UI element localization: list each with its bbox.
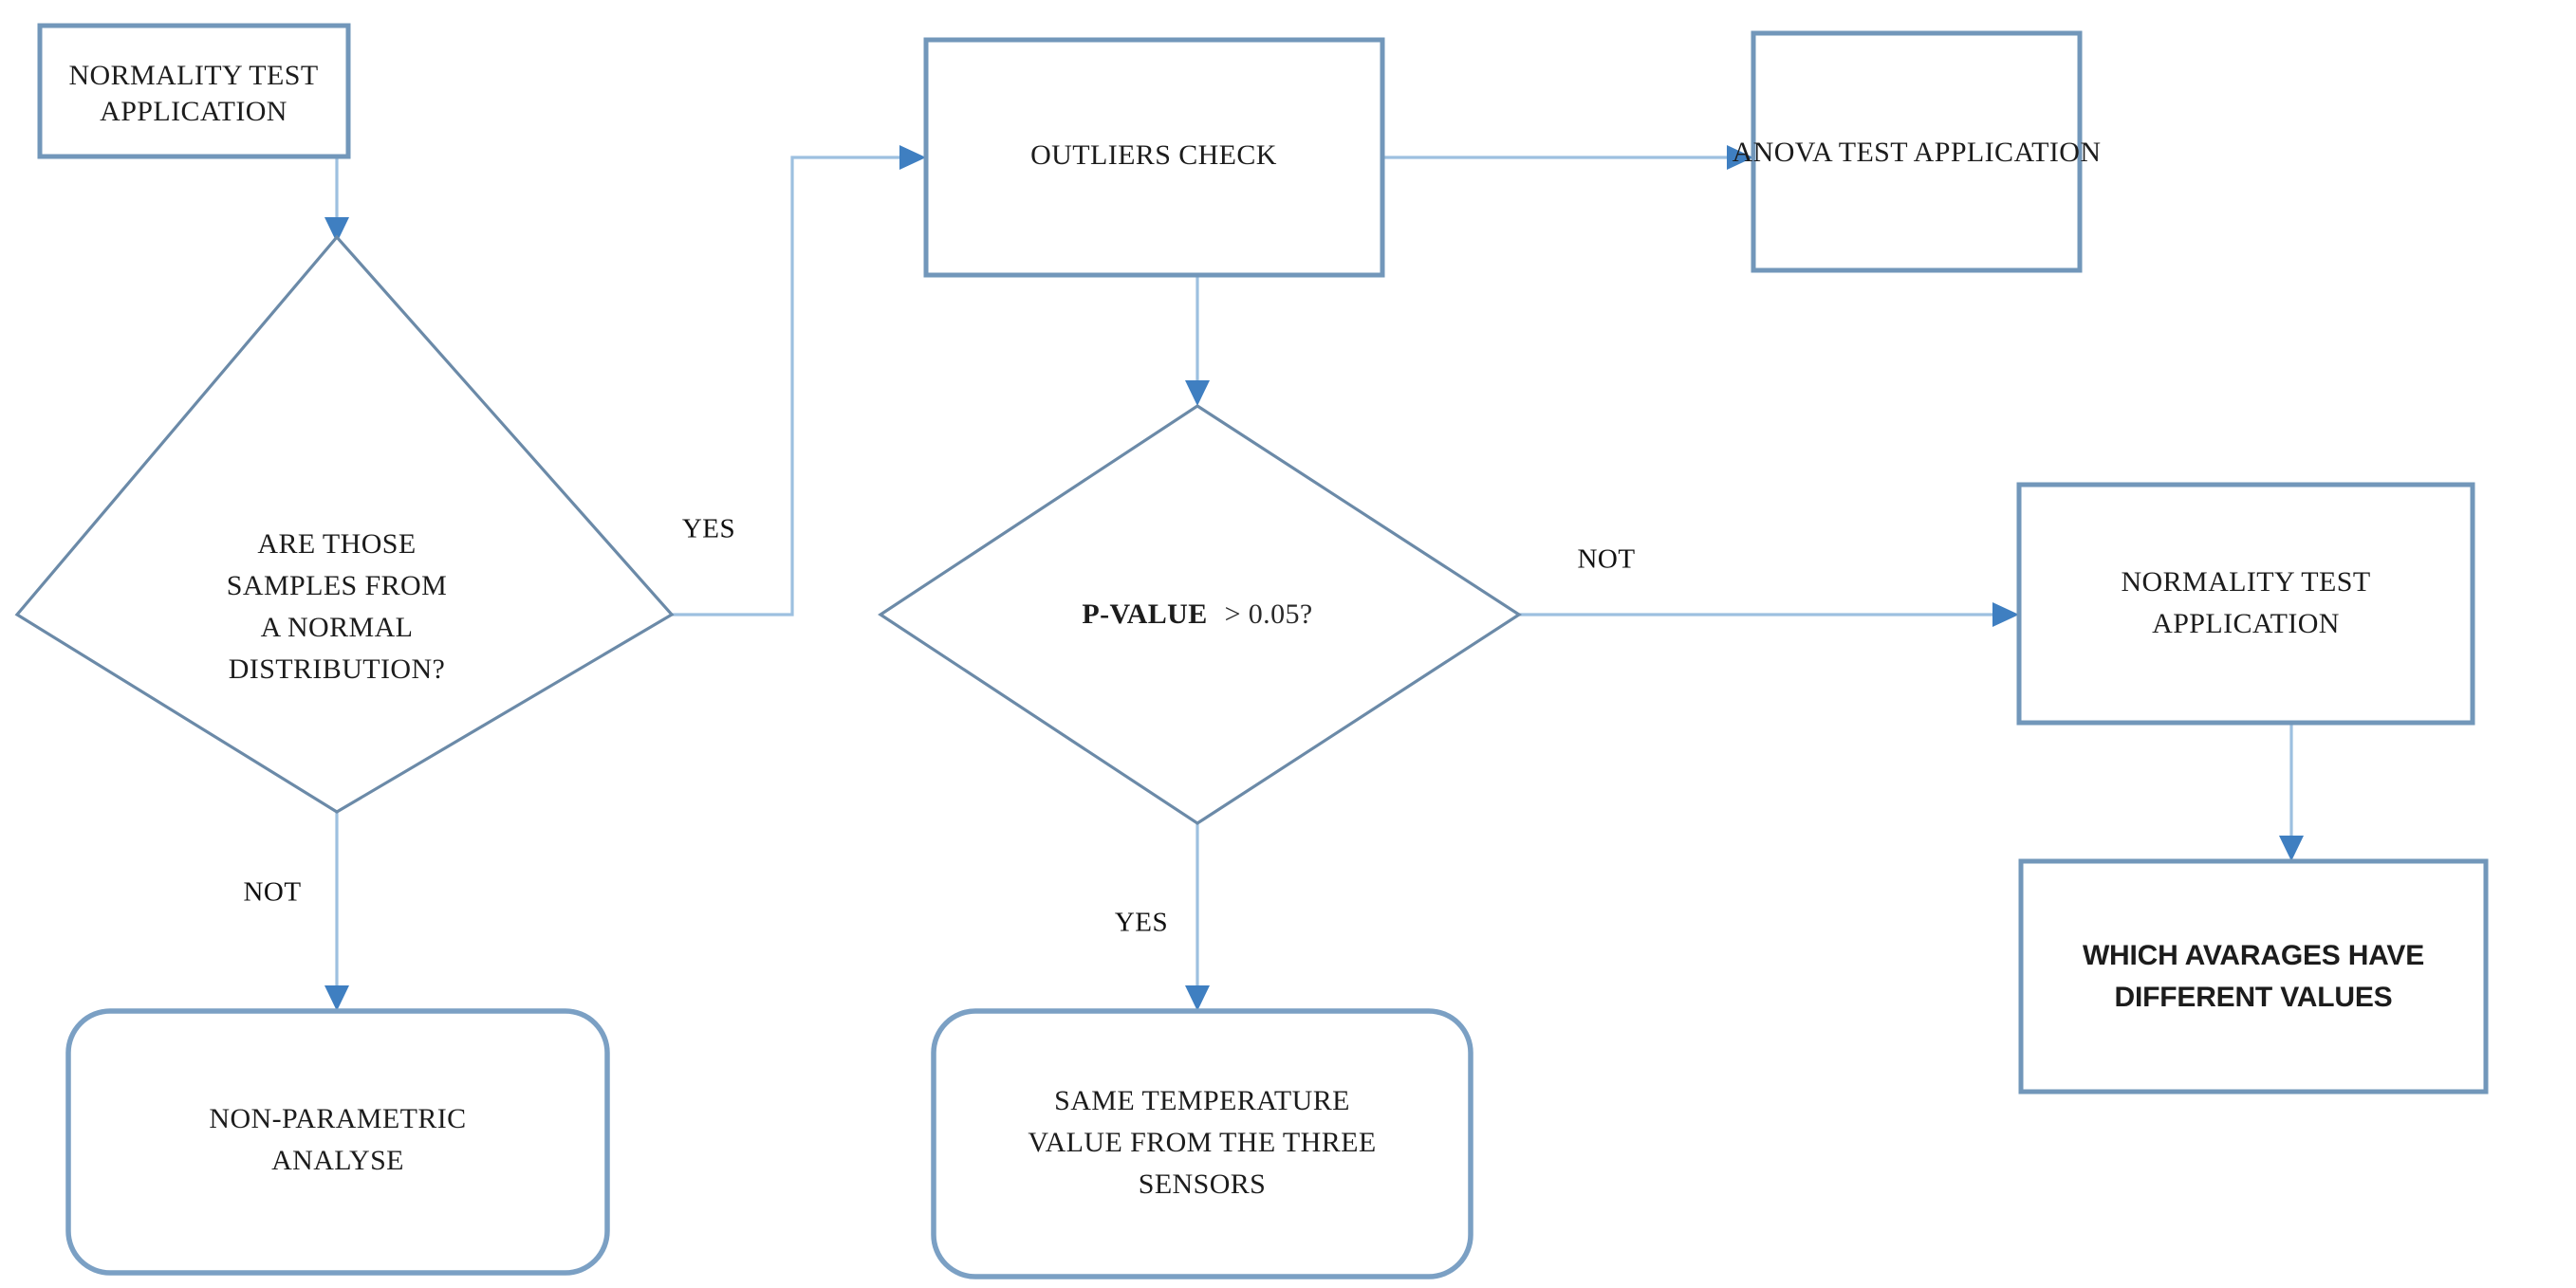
node-label-line-4: DISTRIBUTION?	[229, 653, 446, 685]
node-label-line-1: WHICH AVARAGES HAVE	[2083, 940, 2424, 971]
node-label-line-1: OUTLIERS CHECK	[1030, 139, 1277, 171]
pvalue-strong-text: P-VALUE	[1082, 598, 1207, 630]
node-label-line-1: SAME TEMPERATURE	[1054, 1085, 1350, 1116]
edge-label-normality-yes: YES	[682, 514, 735, 544]
connector-pvalue-not-to-normality	[1519, 602, 2019, 627]
arrowhead-icon	[1992, 602, 2019, 627]
node-label-line-1: NORMALITY TEST	[2121, 566, 2370, 598]
arrowhead-icon	[1185, 380, 1210, 406]
arrowhead-icon	[324, 217, 349, 243]
node-which-averages-different-values[interactable]: WHICH AVARAGES HAVE DIFFERENT VALUES	[2018, 858, 2489, 1095]
connector-question-not-to-nonparametric	[324, 812, 349, 1011]
edge-label-pvalue-not: NOT	[1577, 544, 1635, 575]
connector-normality-right-to-averages	[2279, 723, 2304, 861]
node-label-line-1: ARE THOSE	[257, 528, 416, 560]
node-normality-test-application-top[interactable]: NORMALITY TEST APPLICATION	[37, 23, 351, 159]
node-outliers-check[interactable]: OUTLIERS CHECK	[923, 37, 1385, 278]
node-box[interactable]	[923, 37, 1385, 278]
arrowhead-icon	[2279, 836, 2304, 861]
connector-line	[672, 156, 913, 616]
node-box[interactable]	[65, 1008, 610, 1276]
connector-question-yes-to-outliers	[672, 145, 926, 616]
edge-labels-layer: YES NOT NOT YES	[243, 514, 1635, 938]
node-diamond[interactable]	[878, 404, 1522, 825]
node-label-line-2: DIFFERENT VALUES	[2115, 982, 2393, 1013]
node-non-parametric-analyse[interactable]: NON-PARAMETRIC ANALYSE	[65, 1008, 610, 1276]
node-label-line-2: APPLICATION	[2152, 608, 2340, 639]
connector-outliers-to-pvalue	[1185, 275, 1210, 406]
connectors-layer	[324, 145, 2304, 1011]
connector-normality-box-to-question	[324, 156, 349, 243]
arrowhead-icon	[899, 145, 926, 170]
node-pvalue-question-diamond[interactable]: P-VALUE > 0.05?	[878, 404, 1522, 825]
edge-label-normality-not: NOT	[243, 877, 301, 908]
node-same-temperature-value[interactable]: SAME TEMPERATURE VALUE FROM THE THREE SE…	[931, 1008, 1473, 1279]
node-label-line-1: NON-PARAMETRIC	[209, 1103, 466, 1134]
node-box[interactable]	[2018, 858, 2489, 1095]
node-box[interactable]	[2016, 482, 2475, 726]
node-label-line-3: SENSORS	[1139, 1168, 1267, 1200]
node-label-line-2: APPLICATION	[100, 96, 287, 127]
node-diamond[interactable]	[14, 234, 675, 814]
node-label-line-1: P-VALUE > 0.05?	[1082, 598, 1312, 630]
node-label-line-1: ANOVA TEST APPLICATION	[1733, 137, 2102, 168]
pvalue-light-text: > 0.05?	[1225, 598, 1313, 630]
edge-label-pvalue-yes: YES	[1115, 908, 1168, 938]
node-label-line-1: NORMALITY TEST	[68, 60, 318, 91]
node-label-line-2: ANALYSE	[271, 1145, 404, 1176]
arrowhead-icon	[1185, 985, 1210, 1011]
node-box[interactable]	[931, 1008, 1473, 1279]
node-label-line-3: A NORMAL	[261, 612, 414, 643]
node-box[interactable]	[37, 23, 351, 159]
node-normality-test-application-right[interactable]: NORMALITY TEST APPLICATION	[2016, 482, 2475, 726]
connector-outliers-to-anova	[1382, 145, 1753, 170]
arrowhead-icon	[1727, 145, 1753, 170]
node-label-line-2: VALUE FROM THE THREE	[1028, 1127, 1376, 1158]
arrowhead-icon	[324, 985, 349, 1011]
node-box[interactable]	[1751, 30, 2083, 273]
node-label-line-2: SAMPLES FROM	[227, 570, 447, 601]
connector-pvalue-yes-to-sametemp	[1185, 823, 1210, 1011]
node-normality-question-diamond[interactable]: ARE THOSE SAMPLES FROM A NORMAL DISTRIBU…	[14, 234, 675, 814]
node-anova-test-application[interactable]: ANOVA TEST APPLICATION	[1733, 30, 2102, 273]
